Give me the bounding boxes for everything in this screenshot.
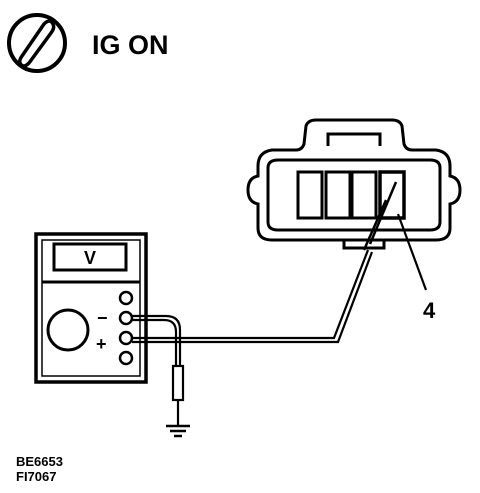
meter-plus-sign: + bbox=[96, 334, 107, 354]
meter-jack-positive[interactable] bbox=[118, 330, 134, 346]
test-leads bbox=[132, 249, 374, 426]
callout-leader bbox=[396, 213, 428, 291]
figure-code-2: FI7067 bbox=[16, 469, 56, 484]
connector bbox=[246, 118, 462, 250]
status-text: IG ON bbox=[92, 30, 169, 60]
meter-jack-4[interactable] bbox=[118, 350, 134, 366]
ignition-key-icon bbox=[7, 13, 67, 73]
meter-jack-negative[interactable] bbox=[118, 310, 134, 326]
meter-jack-1[interactable] bbox=[118, 290, 134, 306]
pin-callout-label: 4 bbox=[423, 298, 436, 323]
selector-dial[interactable] bbox=[46, 308, 90, 352]
back-probe bbox=[362, 181, 398, 251]
meter-display-unit: V bbox=[84, 248, 96, 268]
voltmeter bbox=[34, 232, 148, 384]
ground-symbol-icon bbox=[166, 424, 190, 438]
figure-code-1: BE6653 bbox=[16, 454, 63, 469]
meter-minus-sign: − bbox=[97, 308, 108, 328]
